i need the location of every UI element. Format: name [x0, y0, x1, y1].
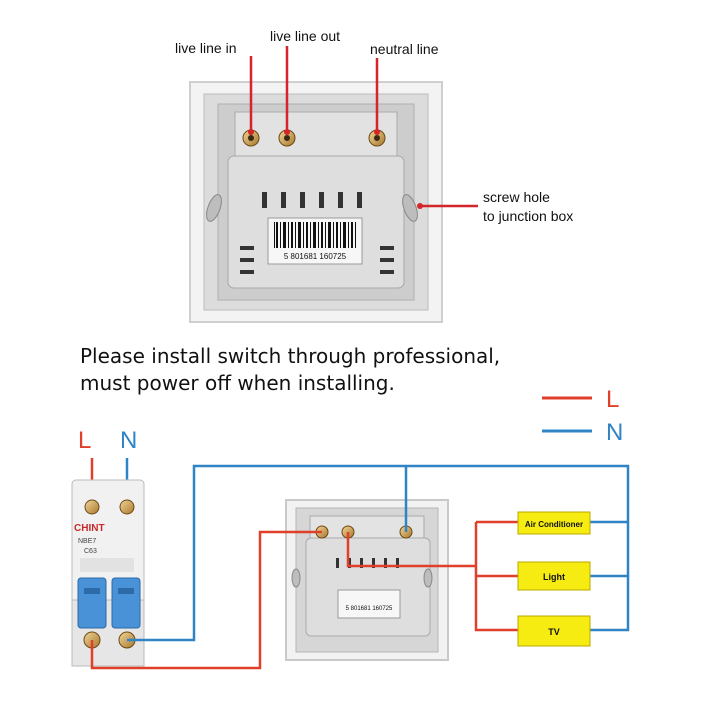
load-air-conditioner-label: Air Conditioner — [525, 520, 583, 529]
breaker-toggle-l — [77, 577, 107, 629]
callout-screw-hole-line1: screw hole — [483, 189, 550, 205]
switch-diagram: 5 801681 160725 — [285, 499, 449, 661]
callout-live-out: live line out — [270, 28, 340, 44]
neutral-wires — [127, 464, 630, 642]
callout-lines — [249, 46, 478, 208]
breaker-toggle-n — [111, 577, 141, 629]
switch-diagram-barcode: 5 801681 160725 — [346, 606, 393, 612]
breaker-brand: CHINT — [74, 523, 105, 534]
load-light: Light — [517, 561, 591, 591]
legend: L N — [542, 386, 623, 446]
live-wires — [90, 520, 518, 670]
breaker-model: NBE7 — [78, 538, 96, 545]
install-notice-line1: Please install switch through profession… — [80, 344, 501, 368]
barcode-number: 5 801681 160725 — [284, 252, 347, 261]
circuit-breaker: CHINT NBE7 C63 — [71, 479, 145, 667]
barcode-bars — [274, 222, 356, 248]
load-air-conditioner: Air Conditioner — [517, 511, 591, 535]
load-tv: TV — [517, 615, 591, 647]
load-light-label: Light — [543, 572, 565, 582]
switch-back-photo: 5 801681 160725 — [189, 81, 443, 323]
breaker-label-l: L — [78, 427, 91, 454]
callout-neutral: neutral line — [370, 41, 439, 57]
vent-slots — [240, 192, 394, 274]
callout-live-in: live line in — [175, 40, 236, 56]
install-notice-line2: must power off when installing. — [80, 371, 395, 395]
breaker-top-screw-n — [119, 499, 135, 515]
screw-hole-left — [206, 194, 222, 222]
legend-neutral-label: N — [606, 419, 623, 446]
breaker-top-screw-l — [84, 499, 100, 515]
install-notice: Please install switch through profession… — [80, 343, 600, 397]
breaker-rating: C63 — [84, 548, 97, 555]
legend-live-label: L — [606, 386, 619, 413]
breaker-label-n: N — [120, 427, 137, 454]
callout-screw-hole-line2: to junction box — [483, 208, 573, 224]
load-tv-label: TV — [548, 627, 560, 637]
screw-hole-right — [402, 194, 418, 222]
